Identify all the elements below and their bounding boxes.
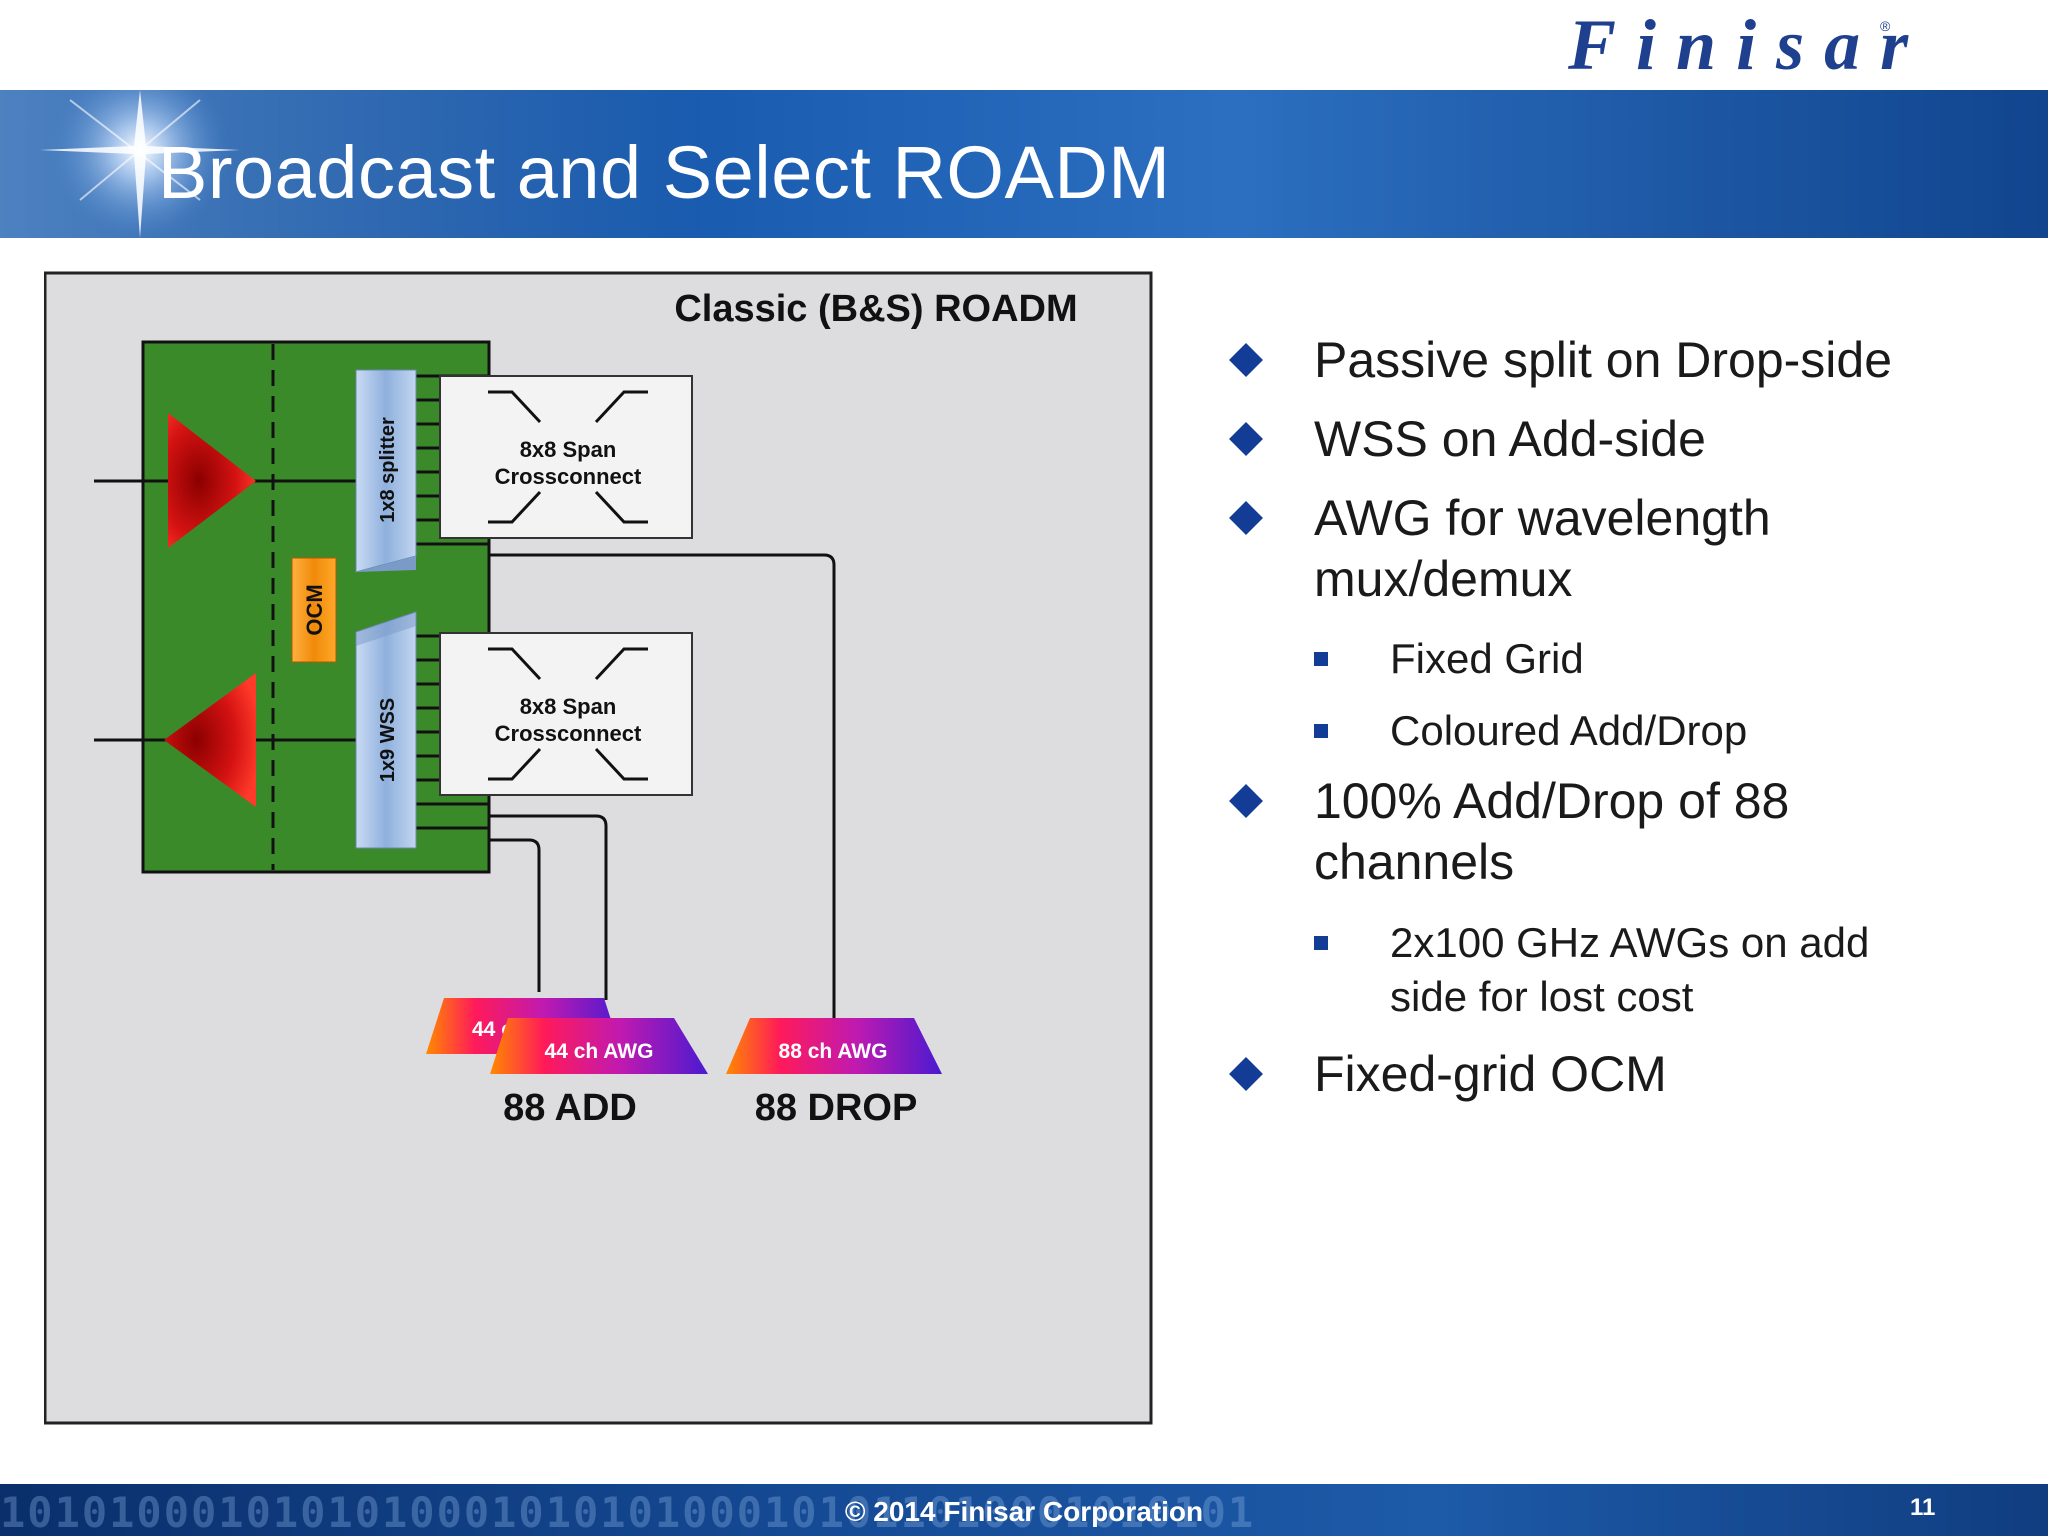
add-label: 88 ADD [503,1087,637,1129]
diamond-bullet-icon [1229,501,1263,535]
crossconnect-1: 8x8 Span Crossconnect [439,375,693,539]
banner-starburst [0,90,700,238]
copyright-text: © 2014 Finisar Corporation [844,1496,1204,1527]
amplifier-out [164,673,256,807]
diamond-bullet-icon [1229,343,1263,377]
crossconnect-1-line1: 8x8 Span [520,437,617,462]
amplifier-in [168,413,256,548]
awg-add-front-label: 44 ch AWG [545,1040,654,1063]
bullet-text: Passive split on Drop-side [1314,332,1893,388]
square-bullet-icon [1314,936,1328,950]
awg-add-front: 44 ch AWG [490,1018,708,1074]
diamond-bullet-icon [1229,1057,1263,1091]
drop-label: 88 DROP [755,1087,918,1129]
ocm-label: OCM [302,584,327,635]
title-banner: Broadcast and Select ROADM [0,90,2048,238]
finisar-logo: Finisar [1568,5,1929,85]
footer-bar: 1010100010101010001010101000101011010001… [0,1484,2048,1536]
diagram-title: Classic (B&S) ROADM [674,288,1077,330]
drop-fiber [489,553,836,1020]
bullet-text: AWG for wavelength mux/demux [1314,490,1771,607]
crossconnect-2-line1: 8x8 Span [520,694,617,719]
awg-drop: 88 ch AWG [726,1018,942,1074]
sub-bullet-text: Fixed Grid [1390,635,1584,682]
wss-label: 1x9 WSS [377,698,399,782]
add-fiber-1 [489,838,541,992]
roadm-diagram: Classic (B&S) ROADM OCM 1x8 splitter [44,271,1153,1425]
crossconnect-1-line2: Crossconnect [495,464,642,489]
splitter-label: 1x8 splitter [377,417,399,523]
sub-bullet-text: Coloured Add/Drop [1390,707,1748,754]
page-number: 11 [1910,1494,1936,1521]
bullet-text: Fixed-grid OCM [1314,1046,1667,1102]
square-bullet-icon [1314,652,1328,666]
ocm-block [291,557,337,663]
bullet-text: 100% Add/Drop of 88 channels [1314,773,1790,890]
registered-mark: ® [1880,18,1891,34]
crossconnect-2-line2: Crossconnect [495,721,642,746]
footer-binary-decoration: 1010100010101010001010101000101011010001… [0,1488,1256,1536]
square-bullet-icon [1314,724,1328,738]
awg-drop-label: 88 ch AWG [779,1040,888,1063]
diamond-bullet-icon [1229,784,1263,818]
bullet-text: WSS on Add-side [1314,411,1706,467]
sub-bullet-text: 2x100 GHz AWGs on add side for lost cost [1390,919,1870,1020]
slide-title: Broadcast and Select ROADM [158,131,1171,214]
crossconnect-2: 8x8 Span Crossconnect [439,632,693,796]
wss-1x9 [355,611,417,849]
add-fiber-2 [489,814,608,1000]
diamond-bullet-icon [1229,422,1263,456]
